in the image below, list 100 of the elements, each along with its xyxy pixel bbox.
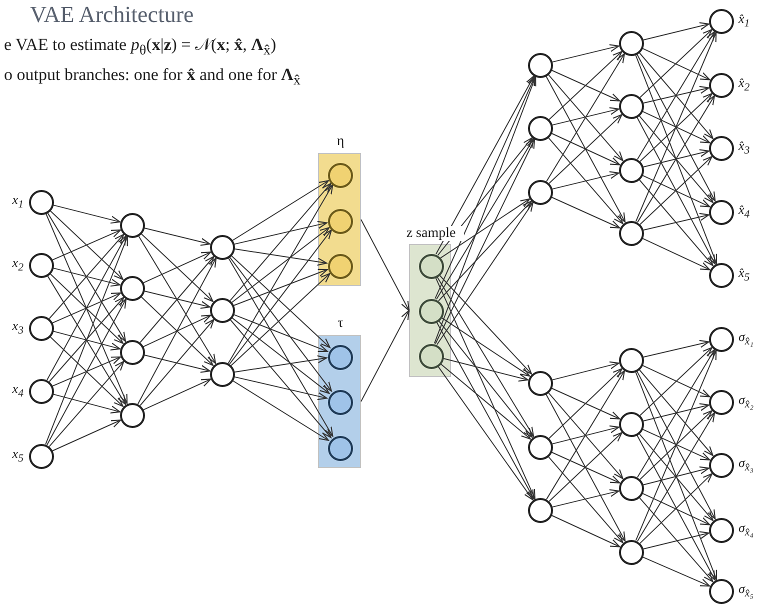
neuron-circle	[618, 540, 644, 564]
arrow	[552, 107, 620, 126]
neuron-label: x̂$_{4}$	[738, 203, 750, 222]
neuron-circle	[708, 578, 734, 604]
arrow	[45, 236, 128, 445]
neuron-label: σ$_{x̂₃}$	[738, 456, 754, 474]
neuron-label: σ$_{x̂₅}$	[738, 582, 754, 600]
neuron-circle	[418, 254, 444, 278]
neuron-circle	[210, 362, 234, 386]
arrow	[642, 466, 710, 486]
arrow	[548, 392, 624, 480]
arrow	[440, 198, 530, 259]
arrow	[637, 95, 716, 223]
neuron-label: σ$_{x̂₄}$	[738, 521, 754, 540]
arrow	[546, 53, 626, 182]
arrow	[360, 310, 410, 402]
arrow	[635, 350, 717, 541]
arrow	[228, 257, 334, 437]
arrow	[642, 110, 710, 144]
arrow	[52, 204, 120, 224]
neuron-circle	[708, 8, 734, 34]
neuron-circle	[210, 298, 234, 322]
neuron-circle	[28, 444, 54, 468]
arrow	[50, 336, 124, 407]
neuron-circle	[210, 234, 234, 260]
arrow	[548, 432, 622, 502]
arrow	[640, 347, 712, 416]
description-text: o output branches: one for x̂ and one for Λ$_{x̂}$	[4, 66, 300, 89]
arrow	[638, 179, 714, 266]
arrow	[52, 292, 122, 324]
arrow	[144, 290, 210, 309]
title: VAE Architecture	[30, 2, 194, 28]
arrow	[436, 138, 534, 300]
neuron-label: x̂$_{2}$	[738, 76, 750, 94]
arrow	[231, 317, 330, 394]
arrow	[636, 116, 716, 265]
arrow	[438, 274, 532, 374]
arrow	[144, 354, 210, 373]
arrow	[360, 219, 410, 312]
arrow	[636, 31, 716, 160]
neuron-circle	[120, 402, 144, 428]
neuron-circle	[708, 136, 734, 160]
arrow	[438, 200, 532, 302]
arrow	[48, 296, 124, 382]
neuron-circle	[418, 298, 444, 324]
neuron-circle	[328, 436, 352, 460]
neuron-circle	[28, 190, 54, 214]
arrow	[642, 531, 710, 550]
arrow	[548, 114, 622, 184]
arrow	[642, 340, 710, 358]
arrow	[642, 149, 710, 168]
arrow	[437, 319, 533, 438]
arrow	[46, 212, 126, 342]
arrow	[50, 273, 124, 344]
arrow	[48, 360, 124, 448]
arrow	[137, 257, 217, 404]
arrow	[642, 492, 710, 526]
arrow	[548, 50, 622, 120]
arrow	[231, 227, 330, 303]
arrow	[52, 420, 122, 452]
arrow	[52, 268, 120, 287]
arrow	[439, 362, 531, 440]
neuron-circle	[618, 158, 644, 182]
arrow	[230, 255, 330, 348]
neuron-circle	[418, 344, 444, 368]
arrow	[52, 229, 122, 260]
arrow	[552, 425, 620, 444]
neuron-circle	[528, 370, 552, 396]
arrow	[642, 212, 710, 231]
neuron-circle	[120, 340, 144, 364]
arrow	[48, 234, 124, 320]
neuron-circle	[328, 208, 352, 234]
arrow	[552, 171, 620, 190]
arrow	[638, 369, 714, 456]
arrow	[548, 368, 623, 439]
arrow	[642, 556, 710, 587]
arrow	[140, 296, 214, 366]
arrow	[636, 412, 716, 542]
neuron-circle	[528, 498, 552, 522]
arrow	[552, 489, 620, 508]
arrow	[437, 137, 533, 256]
arrow	[140, 318, 214, 406]
arrow	[550, 70, 620, 102]
neuron-circle	[528, 52, 552, 78]
arrow	[642, 403, 710, 422]
neuron-circle	[708, 72, 734, 98]
neuron-label: x̂$_{5}$	[738, 266, 750, 284]
arrow	[144, 227, 210, 246]
arrow	[234, 220, 328, 245]
arrow	[140, 233, 214, 302]
neuron-circle	[120, 212, 144, 238]
arrow	[436, 364, 534, 500]
arrow	[638, 496, 714, 582]
neuron-circle	[528, 180, 552, 204]
neuron-circle	[28, 316, 54, 340]
arrow	[635, 54, 718, 264]
arrow	[232, 380, 329, 441]
arrow	[552, 44, 620, 63]
arrow	[548, 456, 624, 544]
arrow	[548, 136, 624, 224]
